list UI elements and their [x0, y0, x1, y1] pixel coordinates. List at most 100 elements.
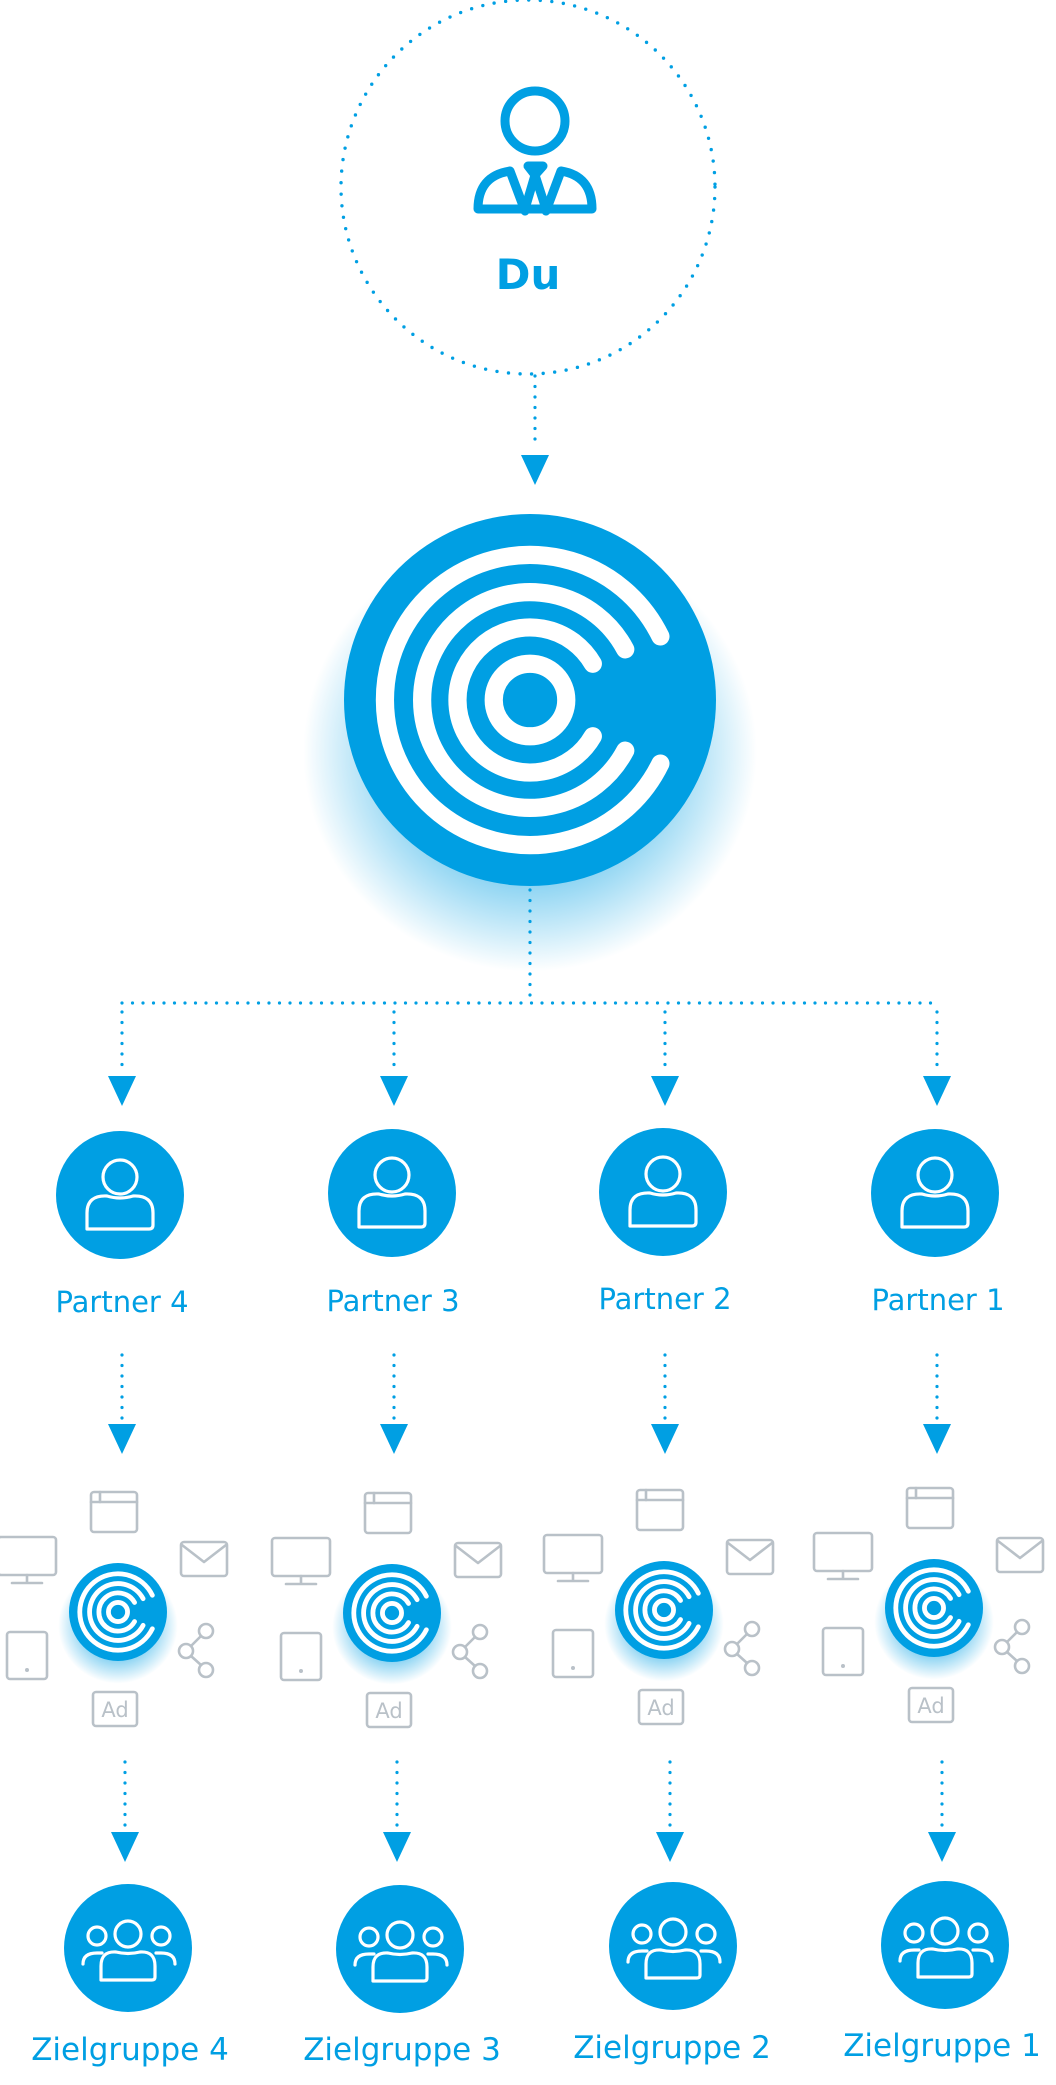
ad-text: Ad — [917, 1694, 944, 1718]
logo-arc — [375, 545, 670, 855]
user-head — [644, 1155, 682, 1193]
user-body — [628, 1191, 698, 1228]
branch-arrow-icon — [380, 1076, 408, 1106]
du-label: Du — [495, 250, 561, 299]
browser-window-icon — [89, 1490, 139, 1534]
nodes: Ad Ad Ad Ad — [0, 86, 1045, 2013]
businessman-head — [500, 86, 570, 156]
logo-disc — [69, 1563, 167, 1661]
share-icon — [723, 1620, 761, 1677]
partner-node — [599, 1128, 727, 1256]
ad-text: Ad — [647, 1696, 674, 1720]
browser-window-icon — [905, 1486, 955, 1530]
partner-arrow-icon — [108, 1424, 136, 1454]
du-to-hub-arrow-icon — [521, 455, 549, 485]
group-head-center — [113, 1919, 143, 1949]
tablet-icon — [279, 1631, 323, 1682]
ad-icon: Ad — [907, 1686, 955, 1724]
user-icon — [85, 1158, 155, 1231]
logo-disc — [615, 1561, 713, 1659]
ad-icon: Ad — [91, 1690, 139, 1728]
logo-center-ring — [652, 1598, 676, 1622]
target-group-node — [609, 1882, 737, 2010]
ad-text: Ad — [375, 1699, 402, 1723]
logo-disc — [344, 514, 716, 886]
target-group-node — [64, 1884, 192, 2012]
group-body-right — [426, 1952, 449, 1967]
cluster-arrow-icon — [383, 1832, 411, 1862]
cluster-logo-icon — [332, 1564, 452, 1685]
user-icon — [900, 1156, 970, 1229]
group-icon — [353, 1920, 449, 1983]
partner-arrow-icon — [380, 1424, 408, 1454]
share-icon — [177, 1622, 215, 1679]
logo-center-ring — [484, 654, 576, 746]
target-group-label: Zielgruppe 4 — [31, 2032, 229, 2068]
hub-logo-icon — [303, 514, 757, 972]
logo-center-ring — [380, 1601, 404, 1625]
target-group-label: Zielgruppe 1 — [843, 2028, 1041, 2064]
user-icon — [357, 1156, 427, 1229]
group-body-center — [371, 1951, 429, 1983]
partner-label: Partner 2 — [598, 1282, 732, 1316]
cluster-arrow-icon — [656, 1832, 684, 1862]
desktop-monitor-icon — [812, 1531, 874, 1581]
partner-label: Partner 3 — [326, 1284, 460, 1318]
target-group-label: Zielgruppe 3 — [303, 2032, 501, 2068]
logo-disc — [885, 1559, 983, 1657]
logo-arc — [351, 1572, 429, 1654]
mail-envelope-icon — [453, 1541, 503, 1579]
group-icon — [81, 1919, 177, 1982]
mail-envelope-icon — [995, 1536, 1045, 1574]
connectors — [108, 0, 956, 1862]
partner-node — [328, 1129, 456, 1257]
logo-arc — [413, 583, 635, 817]
group-head-center — [385, 1920, 415, 1950]
channel-cluster: Ad — [542, 1488, 775, 1726]
target-group-node — [881, 1881, 1009, 2009]
partner-arrow-icon — [923, 1424, 951, 1454]
group-head-right — [422, 1926, 444, 1948]
group-head-right — [150, 1925, 172, 1947]
user-head — [916, 1156, 954, 1194]
user-head — [101, 1158, 139, 1196]
group-head-left — [358, 1926, 380, 1948]
browser-window-icon — [635, 1488, 685, 1532]
branch-arrow-icon — [108, 1076, 136, 1106]
cluster-logo-icon — [874, 1559, 994, 1680]
group-icon — [626, 1917, 722, 1980]
logo-arc — [893, 1567, 971, 1649]
channel-cluster: Ad — [812, 1486, 1045, 1724]
group-head-left — [631, 1923, 653, 1945]
cluster-arrow-icon — [111, 1832, 139, 1862]
group-head-right — [695, 1923, 717, 1945]
logo-arc — [96, 1590, 137, 1634]
group-body-left — [626, 1949, 649, 1964]
browser-window-icon — [363, 1491, 413, 1535]
ad-text: Ad — [101, 1698, 128, 1722]
group-body-right — [699, 1949, 722, 1964]
logo-arc — [912, 1586, 953, 1630]
logo-arc — [370, 1591, 411, 1635]
group-head-center — [930, 1916, 960, 1946]
share-icon — [993, 1618, 1031, 1675]
channel-cluster: Ad — [0, 1490, 229, 1728]
mail-envelope-icon — [725, 1538, 775, 1576]
tablet-icon — [5, 1630, 49, 1681]
desktop-monitor-icon — [542, 1533, 604, 1583]
logo-arc — [642, 1588, 683, 1632]
branch-arrow-icon — [651, 1076, 679, 1106]
businessman-shoulders — [473, 166, 597, 216]
target-group-node — [336, 1885, 464, 2013]
cluster-arrow-icon — [928, 1832, 956, 1862]
group-body-center — [99, 1950, 157, 1982]
user-body — [900, 1192, 970, 1229]
tablet-icon — [551, 1628, 595, 1679]
user-icon — [628, 1155, 698, 1228]
ad-icon: Ad — [637, 1688, 685, 1726]
cluster-logo-icon — [58, 1563, 178, 1684]
partner-label: Partner 4 — [55, 1285, 189, 1319]
group-head-right — [967, 1922, 989, 1944]
